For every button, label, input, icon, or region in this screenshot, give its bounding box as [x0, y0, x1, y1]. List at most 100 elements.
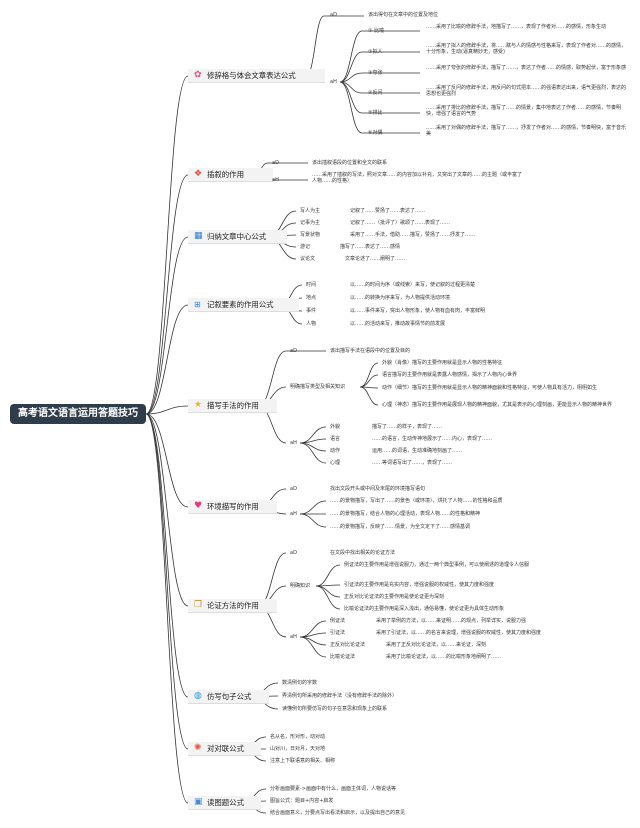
- b3-item-text: 记叙了……（批评了）歌颂了……表现了……: [350, 220, 451, 226]
- b4-item-label: 事件: [306, 308, 317, 314]
- b6-item-text: ……的景物描写，写出了……的景色（或环境），烘托了人物……的性格和品质: [330, 498, 503, 504]
- branch-sentence-imitation[interactable]: ◍仿写句子公式: [188, 690, 269, 704]
- clip-icon: ❐: [194, 600, 203, 610]
- b7-item-text: 采用了正反对比论证法，以……来论证，深刻: [386, 642, 487, 648]
- b1-item-text: ……采用了夸张的修辞手法，描写了……，表达了作者……的情感，取势起伏，富于形象感: [426, 65, 627, 71]
- b3-item-text: 采用了……手法，借助……描写，赞扬了……抒发了……: [350, 232, 476, 238]
- b7-knowledge-item: 例证法的主要作用是增强说服力，通过一两个典型事例，可以使阐述的道理令人信服: [344, 562, 530, 568]
- b4-item-label: 时间: [306, 282, 317, 288]
- b7-knowledge-item: 引证法的主要作用是充实内容，增强说服的权威性，使其力度和强度: [344, 582, 495, 588]
- branch-environment-description[interactable]: ♥环境描写的作用: [188, 500, 277, 514]
- b10-item-text: 图旨公式：题目+内容+启发: [270, 798, 334, 804]
- b7-item-label: 比喻论证法: [330, 654, 356, 660]
- b5-knowledge-item: 语言描写的主要作用就是表露人物感情，揭示了人物内心世界: [382, 372, 518, 378]
- b7-item-label: 引证法: [330, 630, 346, 636]
- b5-item-label: 语言: [330, 436, 341, 442]
- b3-item-label: 议论文: [300, 256, 316, 262]
- branch-narrative-elements[interactable]: ⊞记叙要素的作用公式: [188, 298, 299, 312]
- b8-item-text: 弄清例句所采用的修辞手法（没有修辞手法的除外）: [282, 693, 398, 699]
- gift-icon: ❖: [194, 169, 203, 179]
- branch-description-methods[interactable]: ★描写手法的作用: [188, 399, 277, 413]
- b1-ah-label: aH: [330, 79, 337, 85]
- b7-knowledge-item: 正反对比论证法的主要作用是使论证更为深刻: [344, 594, 445, 600]
- b7-ad-label: aD: [290, 550, 297, 556]
- b6-ad-label: aD: [290, 486, 297, 492]
- b1-item-label: ⑥对偶: [368, 130, 383, 136]
- b5-item-text: ……的语言，生动传神地展示了……内心，表现了……: [372, 436, 493, 442]
- b5-knowledge-item: 动作（细节）描写的主要作用就是显示人物的精神面貌和性格特征，可使人物具有活力，栩…: [382, 385, 598, 391]
- b2-ad-label: aD: [272, 160, 279, 166]
- heart-icon: ♥: [194, 501, 203, 511]
- b7-item-text: 采用了举例的方法，以……来证明……的观点，列举详实，说服力强: [376, 618, 527, 624]
- b7-item-label: 正反对比论证法: [330, 642, 366, 648]
- b7-item-label: 例证法: [330, 618, 346, 624]
- b5-knowledge-label: 明确描写类型及相关知识: [290, 384, 346, 390]
- flower-icon: ✿: [194, 70, 202, 80]
- b1-item-label: ②拟人: [368, 49, 383, 55]
- b1-item-label: ⑤排比: [368, 110, 383, 116]
- b1-item-text: ……采用了反问的修辞手法，用反问的句式把本……的强语表达出来，语气更强烈，表达的…: [426, 85, 627, 97]
- b6-ah-label: aH: [290, 511, 297, 517]
- b5-knowledge-item: 外貌（肖像）描写的主要作用就是显示人物的性格特征: [382, 360, 503, 366]
- grid-icon: ▦: [194, 231, 203, 241]
- b1-item-text: ……采用了比喻的修辞手法，地描写了……，表现了作者对……的感情，形象生动: [426, 24, 607, 30]
- b5-item-label: 外貌: [330, 424, 341, 430]
- b3-item-text: 记叙了……赞扬了……表达了……: [350, 208, 426, 214]
- b7-knowledge-item: 比喻论证法的主要作用是深入浅出，通俗易懂，使论证更为具体生动形象: [344, 606, 505, 612]
- b5-ad-text: 该出描写手法在语段中的位置及目的: [330, 348, 411, 354]
- branch-argument-methods[interactable]: ❐论证方法的作用: [188, 599, 277, 613]
- b1-item-label: ① 比喻: [368, 28, 385, 34]
- b9-item-text: 名从名，形对形，动对动: [270, 734, 326, 740]
- b1-item-label: ③夸张: [368, 70, 383, 76]
- b1-ad-text: 该出得句在文章中的位置及地位: [368, 12, 439, 18]
- b3-item-text: 描写了……表达了……感情: [340, 244, 401, 250]
- branch-picture-reading[interactable]: ▣读图题公式: [188, 796, 261, 810]
- b1-item-text: ……采用了对偶的修辞手法，描写了……，抒发了作者对……的感情，节奏明快，富于音乐…: [426, 125, 627, 137]
- branch-main-idea[interactable]: ▦归纳文章中心公式: [188, 230, 287, 244]
- b3-item-label: 记事为主: [300, 220, 321, 226]
- b4-item-label: 地点: [306, 295, 317, 301]
- b3-item-label: 写人为主: [300, 208, 321, 214]
- b1-item-label: ④反问: [368, 90, 383, 96]
- b4-item-text: 以……的时间为序（或线索）来写，使记叙的过程更清楚: [350, 282, 476, 288]
- b5-item-label: 心理: [330, 460, 341, 466]
- b3-item-label: 写景状物: [300, 232, 321, 238]
- b1-item-text: ……采用了排比的修辞手法，描写了……的情景，集中地表达了作者……的感情，节奏明快…: [426, 105, 622, 117]
- branch-couplet-formula[interactable]: ✺对对联公式: [188, 742, 261, 756]
- b3-item-text: 文章论述了……阐明了……: [345, 256, 406, 262]
- b7-item-text: 采用了引证法，以……的名言来说理，增强说服的权威性，使其力度和强度: [376, 630, 542, 636]
- b5-item-label: 动作: [330, 448, 341, 454]
- branch-rhetoric-formula[interactable]: ✿修辞格与体会文章表达公式: [188, 69, 325, 83]
- b4-item-text: 以……的活动来写，推动故事情节的前发展: [350, 321, 446, 327]
- globe-icon: ◍: [194, 691, 202, 701]
- b4-item-label: 人物: [306, 321, 317, 327]
- b5-item-text: ……等词语写出了……，表现了……: [372, 460, 453, 466]
- b6-item-text: ……的景物描写，反映了……情景，为全文定下了……感情基调: [330, 524, 471, 530]
- b4-item-text: 以……事件来写，突出人物形象，使人物有血有肉，丰富鲜明: [350, 308, 486, 314]
- b2-ad-text: 该出插叙语段的位置和全文的联系: [312, 160, 388, 166]
- b1-item-text: ……采用了拟人的修辞手法，将……赋与人的情感与性格来写，表现了作者对……的感情，…: [426, 43, 627, 55]
- film-icon: ▣: [194, 797, 203, 807]
- b6-item-text: ……的景物描写，结合人物的心理活动，表现人物……的性格和精神: [330, 511, 481, 517]
- b7-ah-label: aH: [290, 634, 297, 640]
- b2-ah-label: aH: [272, 177, 279, 183]
- b4-item-text: 以……的转换为序来写，为人物提供活动环境: [350, 295, 451, 301]
- b9-item-text: 山对川，日对月，天对地: [270, 746, 326, 752]
- star-icon: ★: [194, 400, 203, 410]
- b5-ah-label: aH: [290, 440, 297, 446]
- root-topic[interactable]: 高考语文语言运用答题技巧: [10, 404, 146, 424]
- b6-ad-text: 找出文段开头或中间及末尾的环境描写语句: [330, 486, 426, 492]
- b10-item-text: 分析画面要素->画面中有什么，画面主体词，人物说话等: [270, 786, 396, 792]
- b5-knowledge-item: 心理（神态）描写的主要作用是展现人物的精神面貌，尤其是表示的心理刻画，更能显示人…: [382, 402, 613, 408]
- swirl-icon: ✺: [194, 743, 202, 753]
- b1-ad-label: aD: [330, 12, 337, 18]
- b2-ah-text: ……采用了插叙的写法，照对文章……的内容加以补充，又突出了文章的……的主题（或丰…: [312, 172, 523, 184]
- b5-item-text: 描写了……的样子，表现了……: [372, 424, 443, 430]
- b7-ad-text: 在文段中找出相关的论证方法: [330, 550, 396, 556]
- b7-item-text: 采用了比喻论证法，以……的比喻形象地阐明了……: [386, 654, 502, 660]
- b5-item-text: 运用……的词语，生动准确地刻画了……: [372, 448, 463, 454]
- b3-item-label: 游记: [300, 244, 311, 250]
- b8-item-text: 读懂例句所要仿写的句子在意思和现象上的联系: [282, 706, 388, 712]
- branch-flashback[interactable]: ❖插叙的作用: [188, 168, 273, 182]
- b7-knowledge-label: 明确知识: [290, 583, 311, 589]
